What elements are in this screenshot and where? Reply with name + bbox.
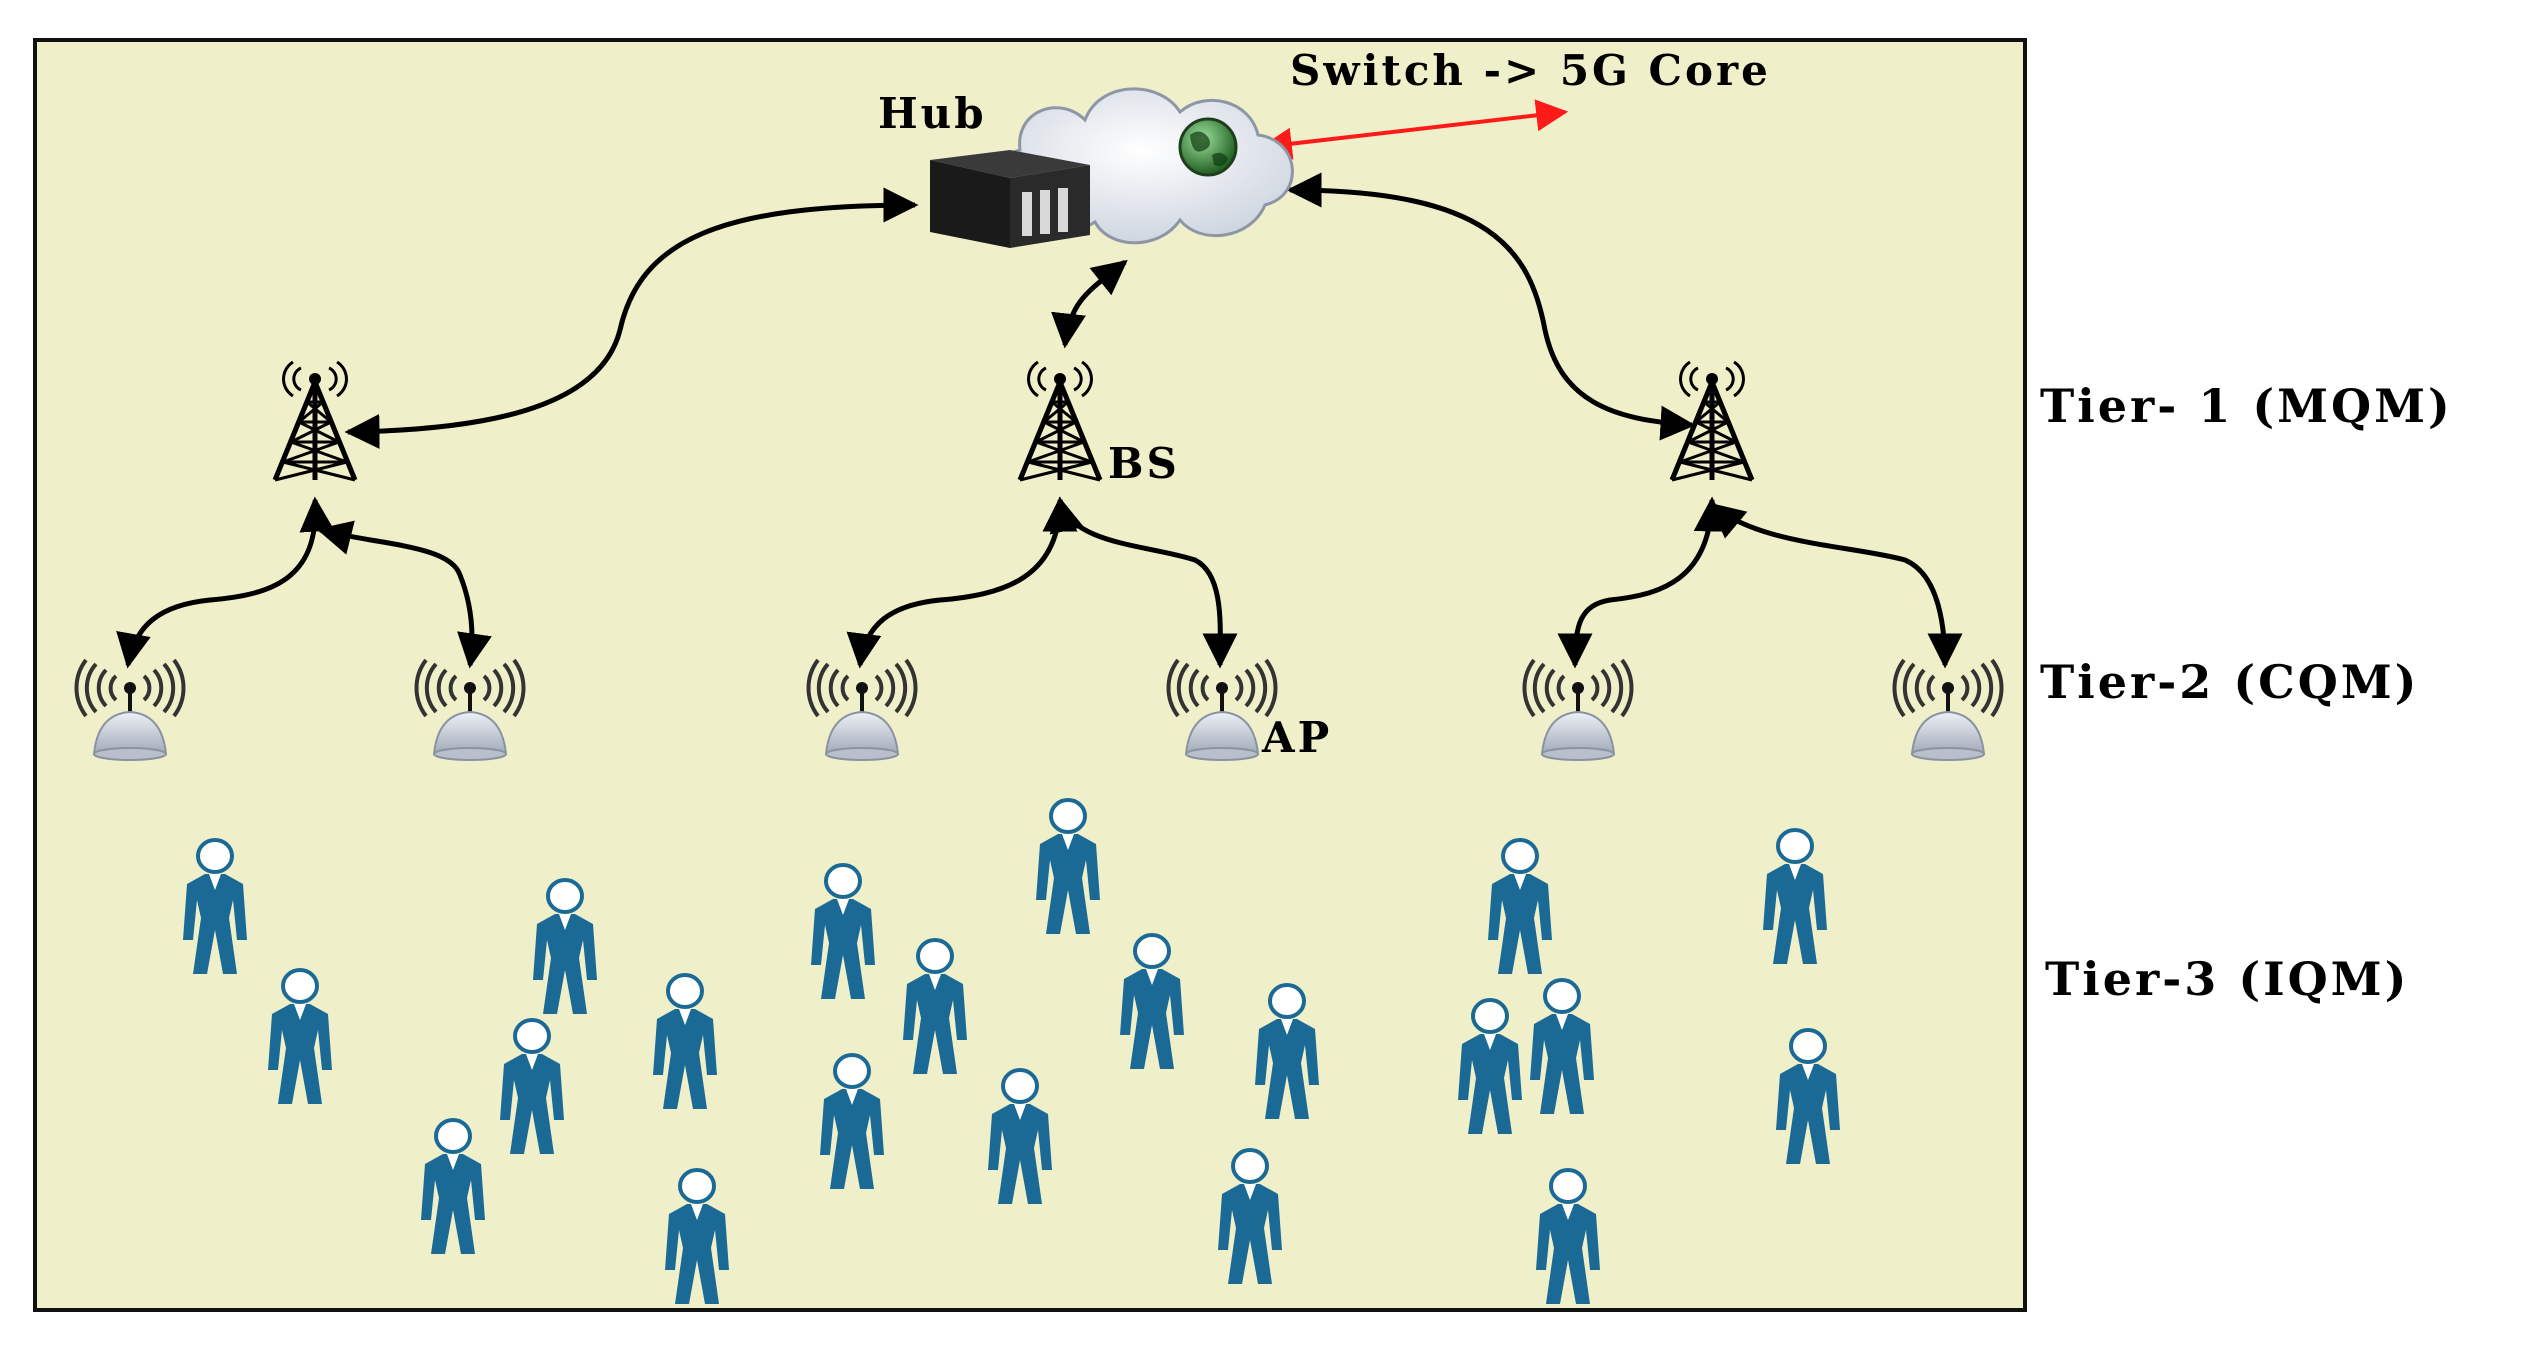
link-bs-center-ap-2 [1049, 496, 1238, 669]
link-hub-bs-left [344, 187, 919, 450]
switch-5g-core-label: Switch -> 5G Core [1290, 46, 1771, 95]
hub-node [930, 87, 1294, 248]
link-switch-5g-core [1259, 99, 1569, 160]
hub-label: Hub [878, 89, 987, 138]
link-bs-left-ap-2 [316, 520, 492, 669]
link-bs-right-ap-1 [1557, 496, 1729, 669]
tier-1-label: Tier- 1 (MQM) [2040, 379, 2453, 433]
link-bs-right-ap-2 [1709, 502, 1963, 669]
link-bs-center-ap-1 [846, 496, 1078, 669]
base-station-label: BS [1108, 439, 1180, 488]
tier-3-label: Tier-3 (IQM) [2045, 952, 2409, 1006]
connection-links [116, 172, 1963, 669]
server-icon [930, 150, 1090, 248]
link-bs-left-ap-1 [116, 496, 335, 669]
link-hub-bs-center [1051, 259, 1128, 349]
globe-icon [1178, 117, 1238, 177]
tier-2-label: Tier-2 (CQM) [2040, 655, 2419, 709]
access-point-label: AP [1261, 713, 1332, 762]
link-hub-bs-right [1286, 172, 1696, 441]
